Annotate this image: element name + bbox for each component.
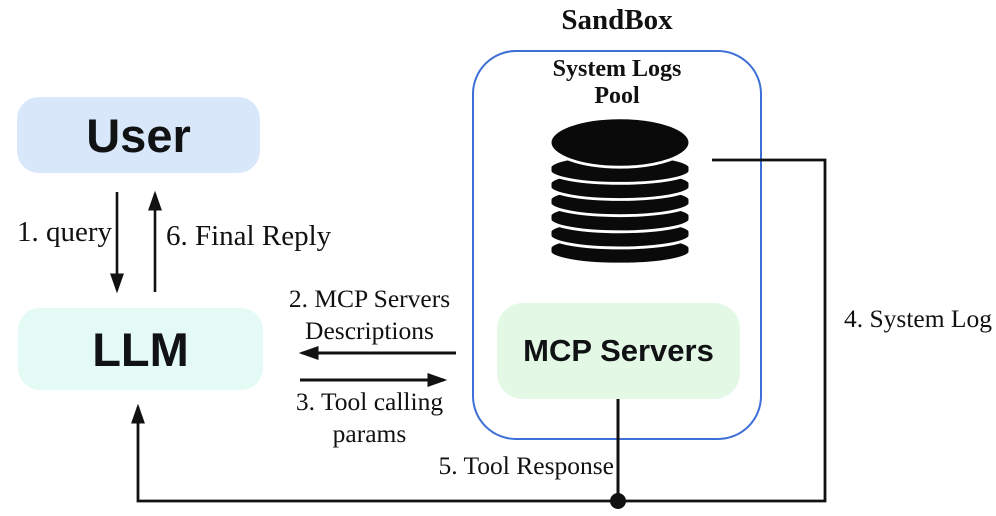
edge-label-query: 1. query bbox=[16, 216, 112, 248]
junction-dot bbox=[610, 493, 626, 509]
system-logs-pool-line1: System Logs bbox=[552, 56, 682, 82]
edge-label-mcp-descriptions-line1: 2. MCP Servers bbox=[288, 284, 451, 313]
database-cylinder-icon bbox=[547, 114, 693, 266]
llm-node-label: LLM bbox=[92, 322, 189, 376]
edge-label-system-log: 4. System Log bbox=[843, 304, 993, 333]
sandbox-title: SandBox bbox=[561, 4, 673, 36]
edge-label-mcp-descriptions: 2. MCP Servers Descriptions bbox=[278, 283, 461, 347]
edge-label-tool-response: 5. Tool Response bbox=[438, 451, 614, 480]
system-logs-pool-line2: Pool bbox=[594, 82, 640, 109]
mcp-servers-label: MCP Servers bbox=[523, 333, 714, 368]
edge-label-tool-calling: 3. Tool calling params bbox=[278, 386, 461, 450]
edge-label-tool-calling-line2: params bbox=[332, 418, 407, 448]
edge-label-tool-calling-line1: 3. Tool calling bbox=[295, 387, 444, 416]
user-node: User bbox=[17, 97, 260, 173]
llm-node: LLM bbox=[18, 308, 263, 390]
database-cylinder-svg bbox=[548, 116, 692, 266]
edge-label-final-reply: 6. Final Reply bbox=[166, 220, 332, 252]
system-logs-pool-label: System Logs Pool bbox=[472, 56, 762, 110]
mcp-servers-node: MCP Servers bbox=[497, 303, 740, 399]
user-node-label: User bbox=[86, 108, 191, 162]
edge-label-mcp-descriptions-line2: Descriptions bbox=[305, 315, 434, 345]
